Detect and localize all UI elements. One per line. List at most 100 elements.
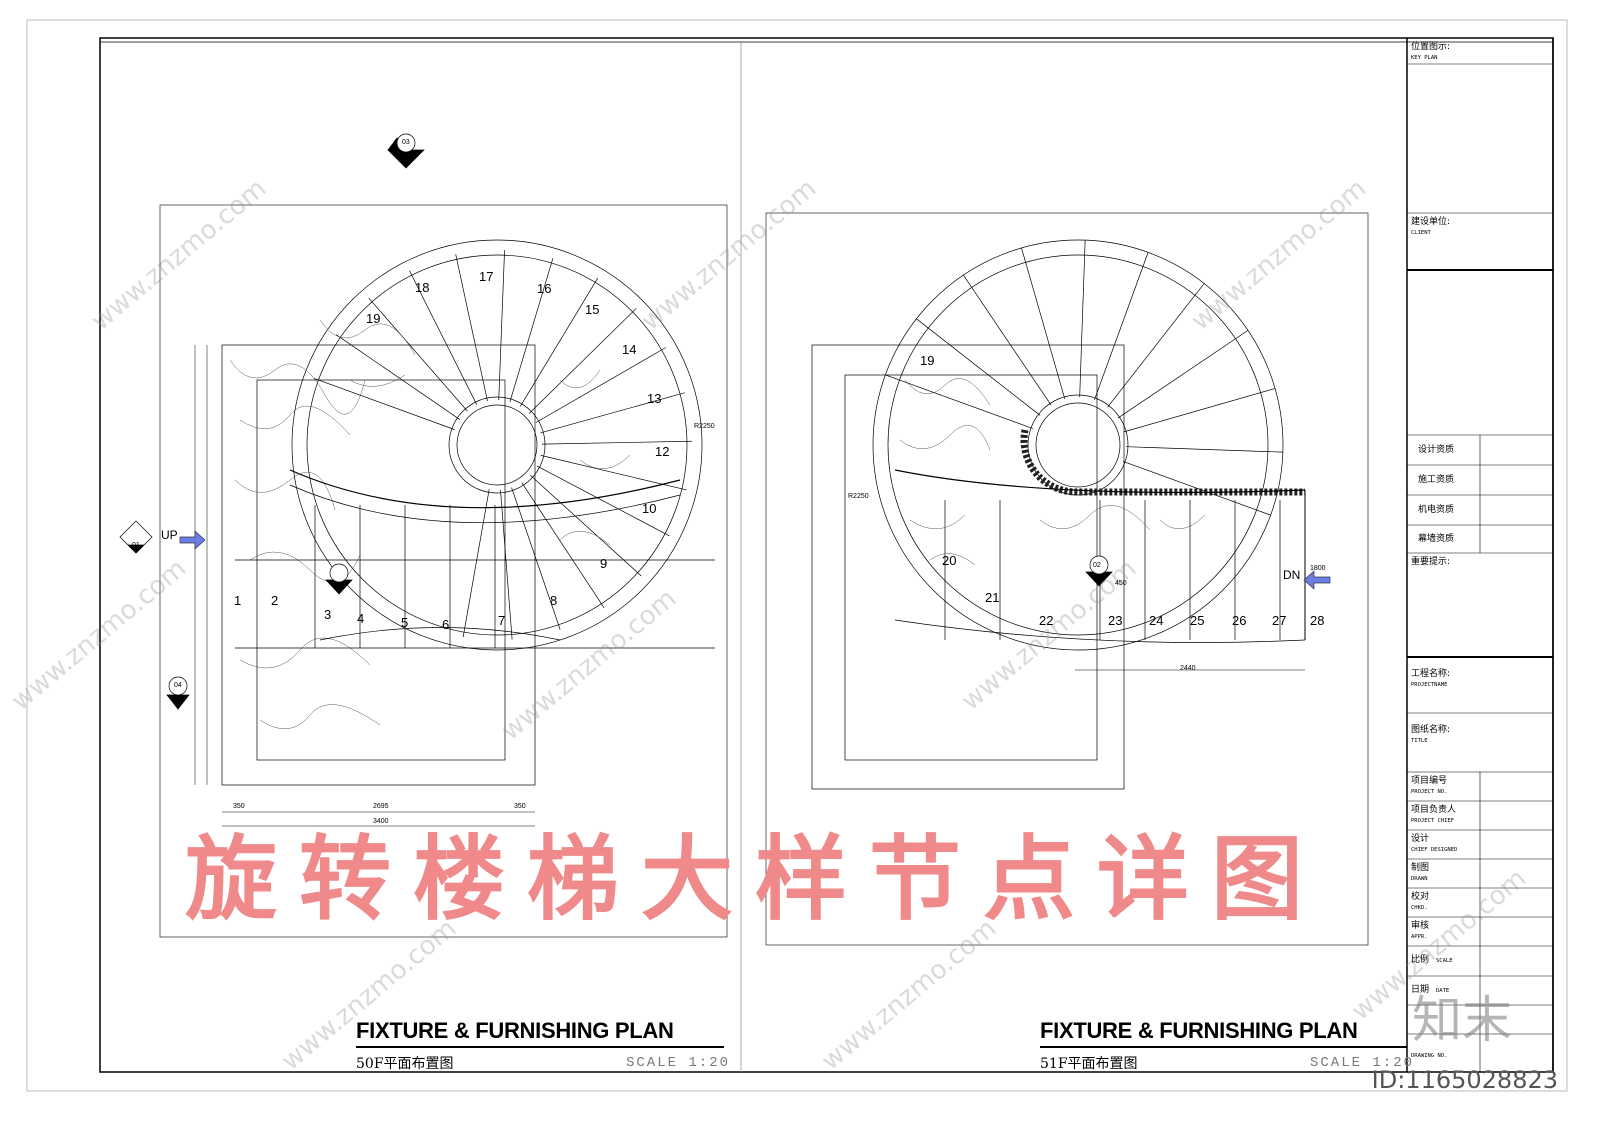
chief-label-en: PROJECT CHIEF [1411,818,1455,824]
plan-subtitle-50f: 50F平面布置图 [356,1056,454,1072]
up-label: UP [161,528,178,542]
date-label-en: DATE [1436,988,1450,994]
tread-line [528,308,637,414]
step-number: 10 [642,501,657,516]
designed-label: 设计 [1411,834,1430,844]
tread-line [500,489,513,640]
tread-line [540,455,687,491]
tread-line [1124,388,1276,433]
checked-label-en: CHKD. [1411,905,1428,911]
project-no-label-en: PROJECT NO. [1411,789,1448,795]
curtain-qual-label: 幕墙资质 [1418,534,1455,544]
step-number: 21 [985,590,1000,605]
radius-label: R2250 [848,493,869,500]
tread-line [1021,247,1066,399]
title-block-frame [1406,38,1554,1072]
step-number: 27 [1272,613,1287,628]
step-number: 20 [942,553,957,568]
section-tag: 04 [174,682,182,689]
tread-line [498,250,505,401]
key-plan-label: 位置图示: [1411,42,1451,52]
step-number: 9 [600,556,608,571]
tread-line [916,318,1041,416]
step-number: 4 [357,611,365,626]
step-number: 2 [271,593,279,608]
plan-51f [765,212,1369,946]
approved-label-en: APPR. [1411,934,1428,940]
plan-scale-50f: SCALE 1:20 [626,1055,731,1071]
drawing-title-label-en: TITLE [1411,738,1428,744]
client-label-en: CLIENT [1411,230,1431,236]
title-underline [1040,1046,1407,1048]
notice-label: 重要提示: [1411,557,1451,567]
plan-title-51f: FIXTURE & FURNISHING PLAN [1040,1018,1358,1043]
step-number: 8 [550,593,558,608]
mep-qual-label: 机电资质 [1418,505,1455,515]
logo: 知末 [1412,991,1512,1049]
dimension-label: 3400 [373,818,389,825]
dimension-label: 1800 [1310,565,1326,572]
approved-label: 审核 [1411,921,1430,931]
step-number: 26 [1232,613,1247,628]
tread-line [536,465,670,537]
step-number: 18 [415,280,430,295]
title-underline [356,1046,724,1048]
step-number: 25 [1190,613,1205,628]
dimension-label: 2440 [1180,665,1196,672]
tread-line [521,482,605,609]
tread-line [530,474,642,577]
tread-line [963,274,1052,406]
step-number: 1 [234,593,242,608]
tread-line [1094,252,1149,401]
step-number: 28 [1310,613,1325,628]
plan-subtitle-51f: 51F平面布置图 [1040,1056,1138,1072]
construct-qual-label: 施工资质 [1418,475,1455,485]
chief-label: 项目负责人 [1411,805,1457,815]
section-tag: 01 [132,542,140,549]
tread-line [368,297,468,412]
plan-title-50f: FIXTURE & FURNISHING PLAN [356,1018,674,1043]
step-number: 19 [920,353,935,368]
project-name-label: 工程名称: [1411,669,1451,679]
stair-treads-51f [885,240,1283,516]
step-number: 22 [1039,613,1054,628]
stair-treads-50f [313,250,692,640]
scale-label: 比例 [1411,955,1430,965]
tread-line [335,334,461,420]
checked-label: 校对 [1411,892,1430,902]
id-label: ID:1165028823 [1371,1066,1558,1094]
tread-line [1125,446,1283,453]
step-number: 16 [537,281,552,296]
tread-line [519,277,599,407]
step-number: 6 [442,617,450,632]
step-number: 5 [401,615,409,630]
key-plan-label-en: KEY PLAN [1411,55,1438,61]
designed-label-en: CHIEF DESIGNED [1411,847,1458,853]
tread-line [1117,330,1249,419]
section-tag: 03 [402,139,410,146]
step-number: 13 [647,391,662,406]
tread-line [313,377,455,430]
tread-line [409,270,478,405]
dimension-label: 350 [514,803,526,810]
tread-line [535,347,667,423]
step-number: 3 [324,607,332,622]
project-no-label: 项目编号 [1411,776,1448,786]
step-number: 12 [655,444,670,459]
plan-50f [119,133,728,938]
tread-line [455,254,488,402]
step-number: 7 [498,613,506,628]
drawn-label-en: DRAWN [1411,876,1428,882]
drawing-title-label: 图纸名称: [1411,725,1451,735]
dimension-label: 450 [1115,580,1127,587]
section-tag: 02 [1093,562,1101,569]
design-qual-label: 设计资质 [1418,445,1455,455]
tread-line [509,258,554,402]
step-number: 15 [585,302,600,317]
step-number: 17 [479,269,494,284]
drawn-label: 制图 [1411,863,1430,873]
drawing-no-label-en: DRAWING NO. [1411,1053,1448,1059]
banner-title: 旋转楼梯大样节点详图 [184,825,1325,933]
client-label: 建设单位: [1411,217,1451,227]
